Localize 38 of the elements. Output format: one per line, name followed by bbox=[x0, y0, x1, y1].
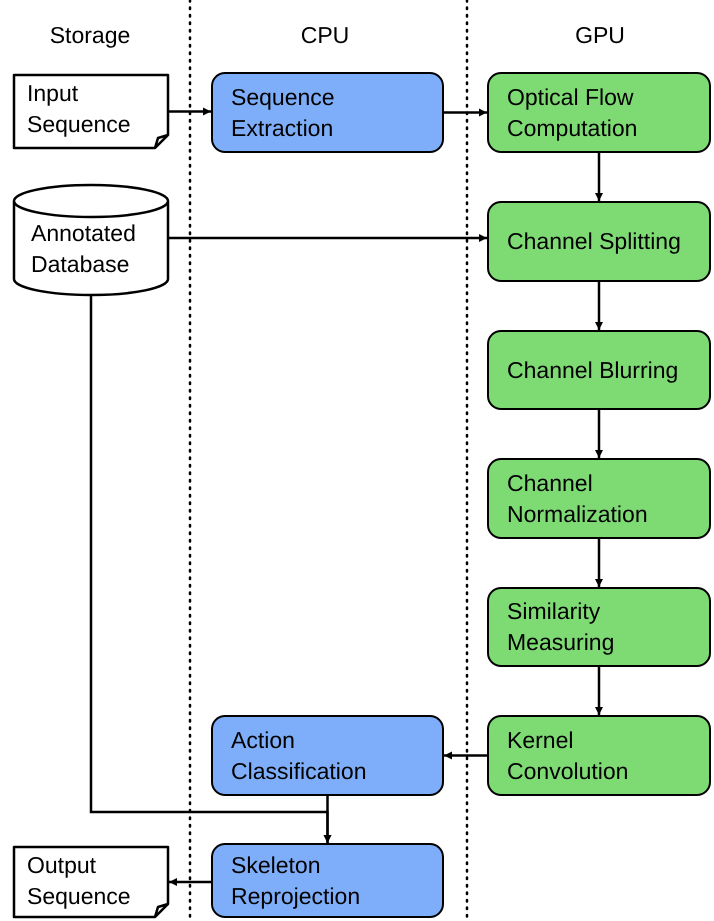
process-box bbox=[211, 72, 444, 153]
node-label: Similarity Measuring bbox=[507, 597, 616, 657]
node-label: Output Sequence bbox=[27, 851, 132, 911]
process-box bbox=[211, 843, 444, 918]
node-label: Sequence Extraction bbox=[231, 82, 336, 142]
arrow bbox=[444, 752, 487, 760]
document-shape bbox=[13, 846, 169, 918]
node-label: Action Classification bbox=[231, 726, 368, 786]
lane-header: CPU bbox=[300, 22, 350, 49]
arrow bbox=[169, 234, 487, 242]
node-label: Input Sequence bbox=[27, 79, 132, 139]
lane-header: GPU bbox=[574, 22, 626, 49]
arrow bbox=[595, 667, 603, 715]
node-label: Skeleton Reprojection bbox=[231, 850, 362, 911]
arrow bbox=[169, 878, 211, 886]
process-box bbox=[487, 330, 711, 410]
node-label: Optical Flow Computation bbox=[507, 82, 638, 143]
database-cylinder bbox=[13, 184, 169, 296]
arrow bbox=[169, 108, 211, 116]
arrow bbox=[90, 296, 332, 843]
node-label: Channel Normalization bbox=[507, 468, 649, 528]
node-label: Annotated Database bbox=[31, 219, 137, 279]
process-box bbox=[487, 458, 711, 539]
arrow bbox=[595, 539, 603, 587]
arrow bbox=[595, 153, 603, 201]
process-box bbox=[487, 201, 711, 282]
process-box bbox=[487, 715, 711, 796]
lane-header: Storage bbox=[48, 22, 132, 49]
node-label: Channel Blurring bbox=[507, 356, 678, 385]
process-box bbox=[487, 72, 711, 153]
process-box bbox=[487, 587, 711, 667]
node-label: Kernel Convolution bbox=[507, 726, 630, 786]
arrow bbox=[444, 108, 487, 116]
arrow bbox=[595, 410, 603, 458]
process-box bbox=[211, 715, 444, 796]
node-label: Channel Splitting bbox=[507, 227, 681, 256]
document-shape bbox=[13, 74, 169, 149]
arrow bbox=[595, 282, 603, 330]
